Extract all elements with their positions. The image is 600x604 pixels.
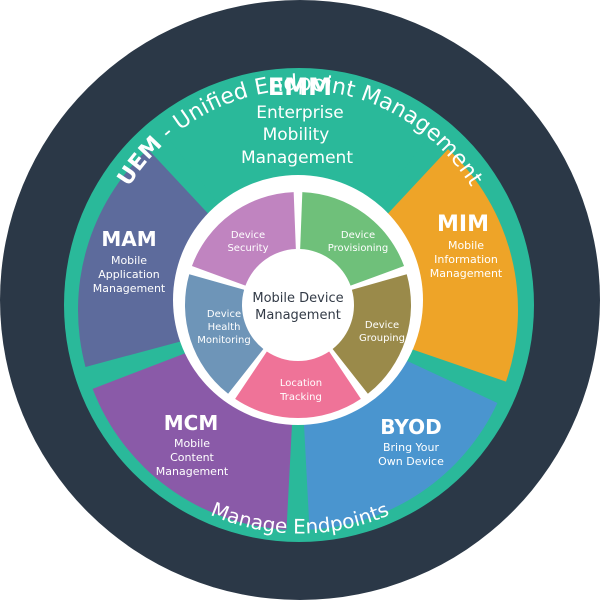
byod-line-2: Own Device xyxy=(378,455,444,468)
mam-line-3: Management xyxy=(93,282,166,295)
device-provisioning-line-1: Device xyxy=(341,230,375,241)
device-health-line-2: Health xyxy=(208,322,241,333)
emm-line-1: Enterprise xyxy=(256,103,343,123)
mam-line-2: Application xyxy=(98,268,159,281)
device-health-line-1: Device xyxy=(207,309,241,320)
device-provisioning-line-2: Provisioning xyxy=(328,243,388,254)
wedge-device-health xyxy=(185,274,264,394)
center-disk xyxy=(244,251,352,359)
location-tracking-line-1: Location xyxy=(280,378,322,389)
device-health-line-3: Monitoring xyxy=(197,335,250,346)
center-line-1: Mobile Device xyxy=(252,291,343,306)
mim-line-1: Mobile xyxy=(448,239,484,252)
mam-line-1: Mobile xyxy=(111,254,147,267)
mcm-line-2: Content xyxy=(170,451,214,464)
mcm-line-3: Management xyxy=(156,465,229,478)
wedge-device-provisioning xyxy=(300,192,405,286)
device-grouping-line-2: Grouping xyxy=(359,333,405,344)
wedge-location-tracking xyxy=(235,351,361,418)
byod-title: BYOD xyxy=(380,415,442,439)
mim-line-2: Information xyxy=(434,253,498,266)
wedge-device-security xyxy=(191,192,296,286)
device-grouping-line-1: Device xyxy=(365,320,399,331)
emm-title: EMM xyxy=(268,73,332,101)
center-line-2: Management xyxy=(255,308,341,323)
emm-line-3: Management xyxy=(241,148,353,168)
mim-title: MIM xyxy=(437,212,489,237)
mcm-line-1: Mobile xyxy=(174,437,210,450)
mim-line-3: Management xyxy=(430,267,503,280)
emm-line-2: Mobility xyxy=(263,125,330,145)
mam-title: MAM xyxy=(101,227,156,251)
device-security-line-1: Device xyxy=(231,230,265,241)
device-security-line-2: Security xyxy=(227,243,268,254)
byod-line-1: Bring Your xyxy=(383,441,440,454)
mcm-title: MCM xyxy=(164,411,218,435)
location-tracking-line-2: Tracking xyxy=(279,392,322,403)
wedge-device-grouping xyxy=(332,274,411,394)
